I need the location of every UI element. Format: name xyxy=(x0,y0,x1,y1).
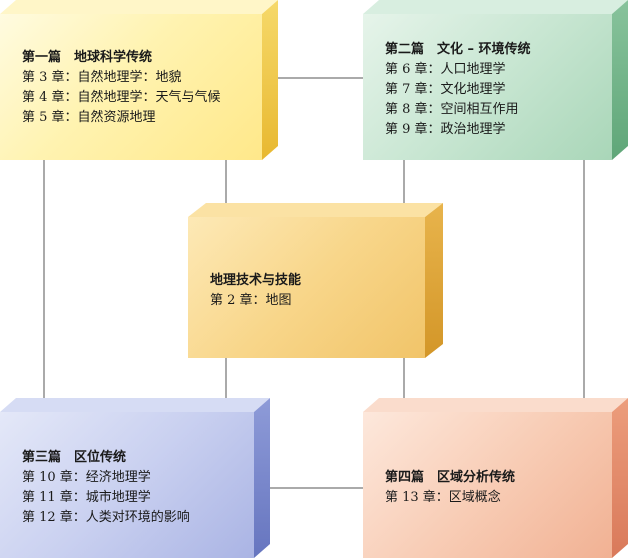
part2-chapter: 第 8 章：空间相互作用 xyxy=(385,102,519,117)
part3-chapter: 第 12 章：人类对环境的影响 xyxy=(22,510,190,525)
part1-chapter: 第 4 章：自然地理学：天气与气候 xyxy=(22,90,221,105)
part1-box: 第一篇 地球科学传统 第 3 章：自然地理学：地貌 第 4 章：自然地理学：天气… xyxy=(0,0,278,160)
part2-chapter: 第 9 章：政治地理学 xyxy=(385,122,506,137)
center-title: 地理技术与技能 xyxy=(210,273,302,288)
center-chapter: 第 2 章：地图 xyxy=(210,293,292,308)
center-box: 地理技术与技能 第 2 章：地图 xyxy=(188,203,443,358)
part2-title: 第二篇 文化 – 环境传统 xyxy=(385,42,531,57)
part1-chapter: 第 3 章：自然地理学：地貌 xyxy=(22,70,182,85)
part3-title: 第三篇 区位传统 xyxy=(22,450,127,465)
part4-box: 第四篇 区域分析传统 第 13 章：区域概念 xyxy=(363,398,628,558)
part4-chapter: 第 13 章：区域概念 xyxy=(385,490,501,505)
part3-box: 第三篇 区位传统 第 10 章：经济地理学 第 11 章：城市地理学 第 12 … xyxy=(0,398,270,558)
part2-chapter: 第 7 章：文化地理学 xyxy=(385,82,506,97)
part1-chapter: 第 5 章：自然资源地理 xyxy=(22,110,156,125)
part3-chapter: 第 10 章：经济地理学 xyxy=(22,470,151,485)
part1-title: 第一篇 地球科学传统 xyxy=(22,50,153,65)
part4-title: 第四篇 区域分析传统 xyxy=(385,470,516,485)
part3-chapter: 第 11 章：城市地理学 xyxy=(22,490,151,505)
part2-chapter: 第 6 章：人口地理学 xyxy=(385,62,506,77)
part2-box: 第二篇 文化 – 环境传统 第 6 章：人口地理学 第 7 章：文化地理学 第 … xyxy=(363,0,628,160)
